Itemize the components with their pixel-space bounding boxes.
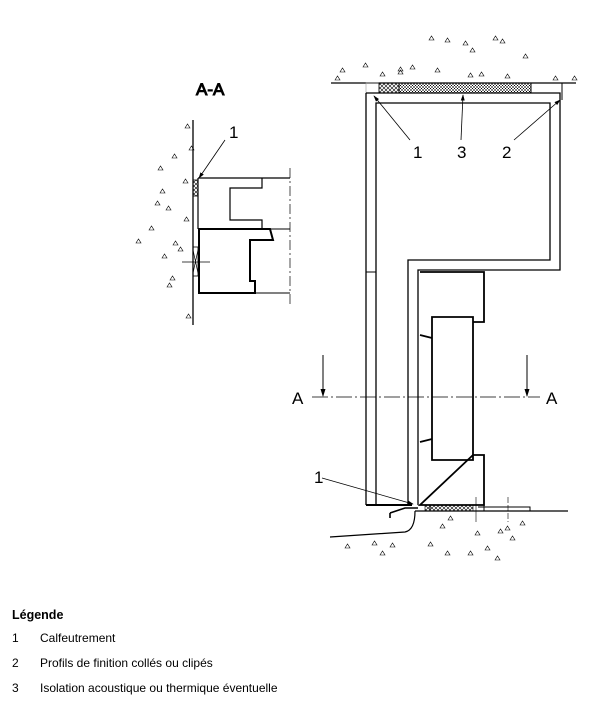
- aggregate-mark: [165, 205, 172, 211]
- elevation-view: A A 1 1 3 2: [292, 82, 576, 538]
- aggregate-mark: [552, 75, 559, 81]
- caulk-hatch: [192, 179, 199, 197]
- aggregate-mark: [522, 53, 529, 59]
- concrete-texture: [135, 35, 578, 561]
- aggregate-mark: [428, 35, 435, 41]
- aggregate-mark: [389, 542, 396, 548]
- aggregate-mark: [494, 555, 501, 561]
- aggregate-mark: [169, 275, 176, 281]
- aggregate-mark: [339, 67, 346, 73]
- aggregate-mark: [182, 178, 189, 184]
- aggregate-mark: [427, 541, 434, 547]
- aggregate-mark: [409, 64, 416, 70]
- aggregate-mark: [439, 523, 446, 529]
- aggregate-mark: [467, 550, 474, 556]
- aggregate-mark: [478, 71, 485, 77]
- aggregate-mark: [362, 62, 369, 68]
- aggregate-mark: [379, 550, 386, 556]
- callout-1-top: 1: [413, 143, 422, 162]
- section-title: A-A: [196, 80, 225, 99]
- aggregate-mark: [504, 525, 511, 531]
- aggregate-mark: [492, 35, 499, 41]
- aggregate-mark: [519, 520, 526, 526]
- caulk-hatch: [378, 82, 400, 94]
- aggregate-mark: [185, 313, 192, 319]
- aggregate-mark: [444, 550, 451, 556]
- aggregate-mark: [509, 535, 516, 541]
- aggregate-mark: [474, 530, 481, 536]
- aggregate-mark: [497, 528, 504, 534]
- aggregate-mark: [504, 73, 511, 79]
- aggregate-mark: [467, 72, 474, 78]
- aggregate-mark: [171, 153, 178, 159]
- aggregate-mark: [157, 165, 164, 171]
- aggregate-mark: [334, 75, 341, 81]
- aggregate-mark: [462, 40, 469, 46]
- aggregate-mark: [371, 540, 378, 546]
- aggregate-mark: [135, 238, 142, 244]
- callout-3: 3: [457, 143, 466, 162]
- aggregate-mark: [183, 216, 190, 222]
- aggregate-mark: [172, 240, 179, 246]
- aggregate-mark: [434, 67, 441, 73]
- aggregate-mark: [154, 200, 161, 206]
- aggregate-mark: [166, 282, 173, 288]
- callout-1-bottom: 1: [314, 468, 323, 487]
- aggregate-mark: [499, 38, 506, 44]
- aggregate-mark: [177, 246, 184, 252]
- aggregate-mark: [188, 145, 195, 151]
- aggregate-mark: [148, 225, 155, 231]
- aggregate-mark: [379, 71, 386, 77]
- callout-2: 2: [502, 143, 511, 162]
- aggregate-mark: [344, 543, 351, 549]
- aggregate-mark: [159, 188, 166, 194]
- legend-title: Légende: [12, 608, 64, 622]
- aggregate-mark: [447, 515, 454, 521]
- aggregate-mark: [469, 47, 476, 53]
- aggregate-mark: [397, 69, 404, 75]
- section-a-a: A-A 1: [182, 80, 291, 325]
- callout-1-section: 1: [229, 123, 238, 142]
- aggregate-mark: [571, 75, 578, 81]
- aggregate-mark: [484, 545, 491, 551]
- aggregate-mark: [444, 37, 451, 43]
- section-mark-right: A: [546, 389, 558, 408]
- section-mark-left: A: [292, 389, 304, 408]
- aggregate-mark: [397, 66, 404, 72]
- aggregate-mark: [184, 123, 191, 129]
- insulation-hatch: [398, 82, 532, 94]
- aggregate-mark: [161, 253, 168, 259]
